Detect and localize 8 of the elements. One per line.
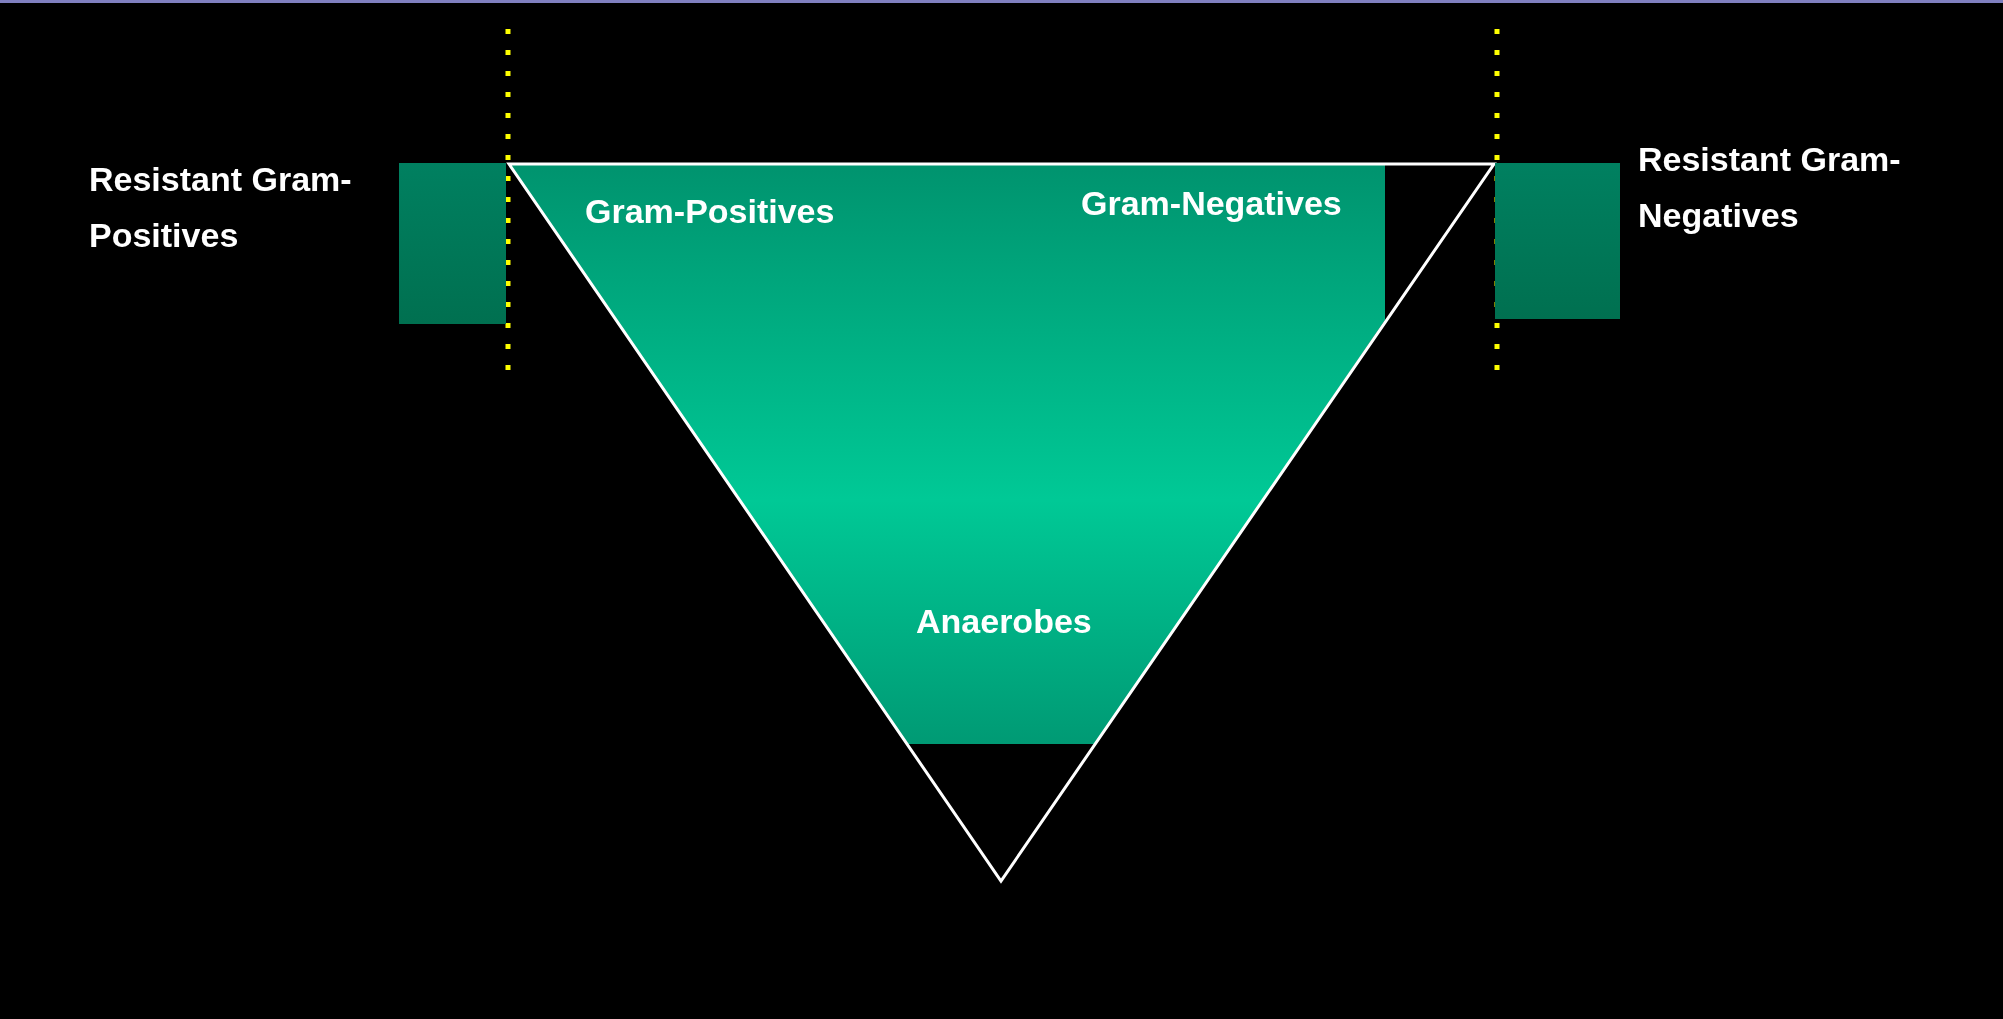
box-label: Resistant Gram-Positives	[89, 159, 353, 256]
region-label: Anaerobes	[916, 601, 1092, 642]
box-label: Resistant Gram-Negatives	[1638, 139, 1902, 236]
region-label: Gram-Positives	[585, 191, 835, 232]
region-label: Gram-Negatives	[1081, 183, 1342, 224]
shaded-box	[399, 163, 506, 324]
triangle-diagram	[508, 163, 1495, 882]
shaded-box	[1495, 163, 1620, 319]
